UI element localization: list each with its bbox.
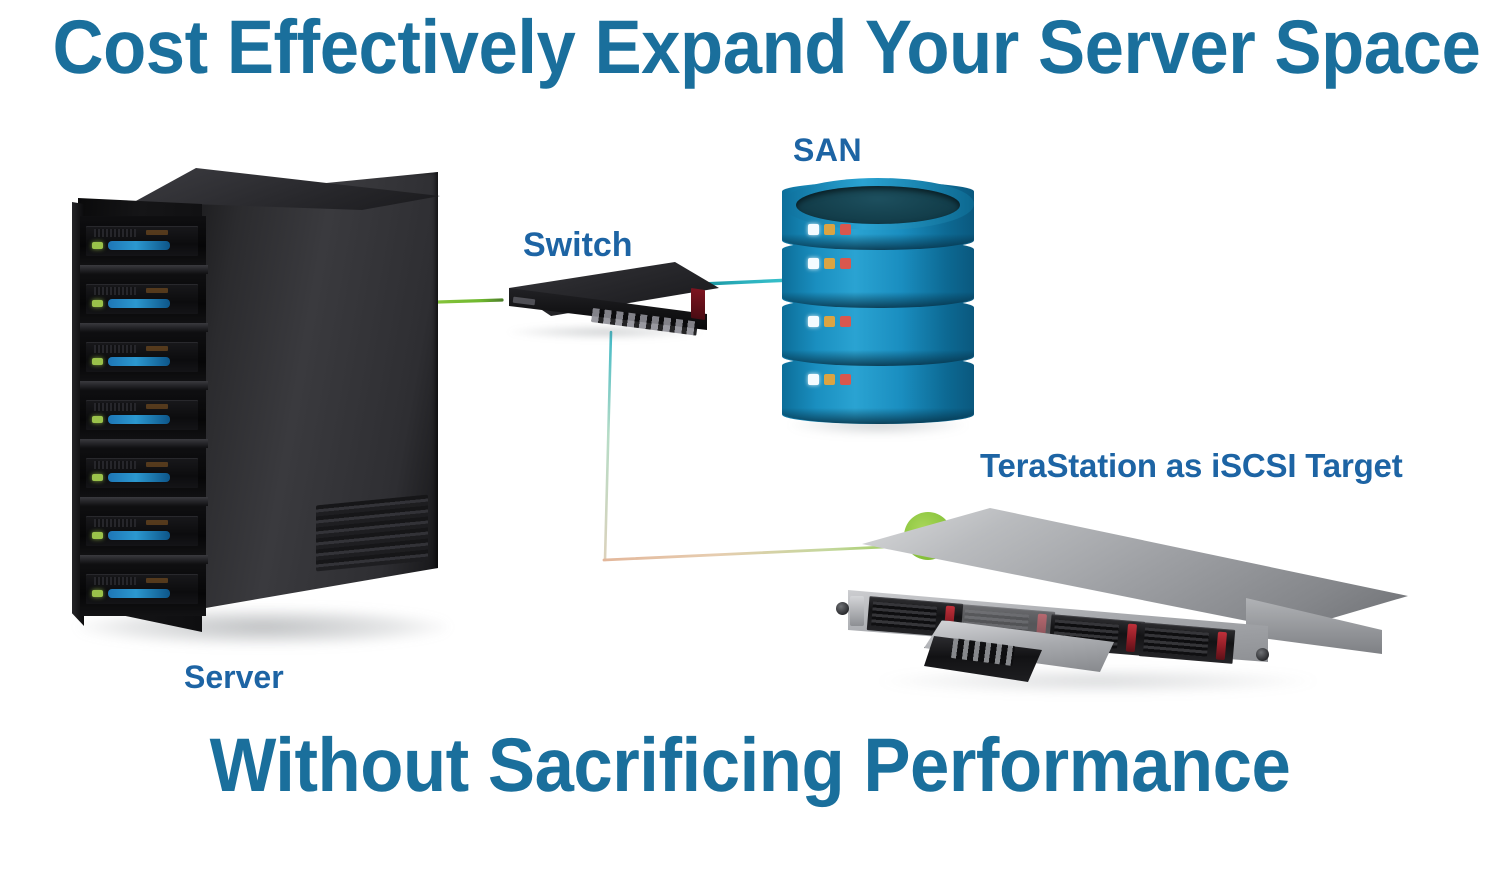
san-segment-shading <box>782 350 974 366</box>
server-blade-amber-strip <box>146 520 168 525</box>
network-switch[interactable] <box>487 262 719 342</box>
server-blade-amber-strip <box>146 404 168 409</box>
server-blade-vent <box>94 577 136 585</box>
san-led-red <box>840 224 851 235</box>
server-shelf-divider <box>80 439 208 448</box>
san-led-red <box>840 258 851 269</box>
server-blade-status-led <box>92 474 103 481</box>
san-disk-segment <box>782 356 974 424</box>
san-disk-segment <box>782 298 974 366</box>
server-blade-status-led <box>92 242 103 249</box>
server-blade-vent <box>94 403 136 411</box>
server-shelf-divider <box>80 265 208 274</box>
server-rack[interactable] <box>60 168 460 648</box>
server-blade-label-stripe <box>108 531 170 540</box>
server-blade-label-stripe <box>108 473 170 482</box>
san-status-leds <box>808 258 851 269</box>
server-blade-amber-strip <box>146 346 168 351</box>
server-blade[interactable] <box>80 448 206 500</box>
server-blade-chassis <box>86 516 198 546</box>
server-blade-label-stripe <box>108 415 170 424</box>
san-storage-array[interactable] <box>782 178 974 436</box>
server-blade-amber-strip <box>146 288 168 293</box>
server-shelf-divider <box>80 555 208 564</box>
server-blade-vent <box>94 229 136 237</box>
server-blade-chassis <box>86 574 198 604</box>
san-led-amber <box>824 374 835 385</box>
server-blade[interactable] <box>80 274 206 326</box>
terastation-left-ear-screw <box>836 602 849 615</box>
server-blade-chassis <box>86 400 198 430</box>
terastation-right-ear-screw <box>1256 648 1269 661</box>
server-blade-vent <box>94 287 136 295</box>
terastation-left-rack-ear <box>850 596 864 626</box>
san-segment-shading <box>782 408 974 424</box>
drive-bay-handle[interactable] <box>1215 631 1228 661</box>
switch-power-end-cap <box>691 288 705 320</box>
server-rack-vents <box>316 494 428 572</box>
cable-switch-to-san <box>701 278 794 286</box>
san-led-red <box>840 374 851 385</box>
san-led-white <box>808 258 819 269</box>
cable-to-terastation <box>602 543 930 562</box>
server-blade[interactable] <box>80 390 206 442</box>
server-blade-status-led <box>92 358 103 365</box>
server-shelf-divider <box>80 323 208 332</box>
cable-switch-drop <box>603 330 613 562</box>
san-led-amber <box>824 258 835 269</box>
drive-bay-handle[interactable] <box>1125 623 1138 653</box>
san-led-red <box>840 316 851 327</box>
terastation-shadow <box>878 668 1318 694</box>
san-label: SAN <box>793 132 863 168</box>
san-status-leds <box>808 224 851 235</box>
terastation-ejected-drive-tray[interactable] <box>924 620 1114 682</box>
san-led-amber <box>824 316 835 327</box>
server-blade-status-led <box>92 300 103 307</box>
server-blade-chassis <box>86 226 198 256</box>
san-status-leds <box>808 316 851 327</box>
page-title-bottom: Without Sacrificing Performance <box>209 723 1291 808</box>
drive-bay-vents <box>1143 627 1209 657</box>
san-led-white <box>808 316 819 327</box>
server-blade-status-led <box>92 532 103 539</box>
san-segment-shading <box>782 292 974 308</box>
server-blade-vent <box>94 519 136 527</box>
terastation-label: TeraStation as iSCSI Target <box>980 447 1403 484</box>
server-shelf-divider <box>80 497 208 506</box>
san-status-leds <box>808 374 851 385</box>
server-blade-status-led <box>92 416 103 423</box>
san-disk-segment <box>782 240 974 308</box>
server-blade[interactable] <box>80 564 206 616</box>
server-label: Server <box>184 659 284 695</box>
terastation-nas[interactable] <box>828 500 1408 700</box>
server-blade-vent <box>94 345 136 353</box>
terastation-drive-bay[interactable] <box>1138 622 1236 664</box>
server-blade-label-stripe <box>108 299 170 308</box>
server-blade-vent <box>94 461 136 469</box>
server-shelf-divider <box>80 381 208 390</box>
san-led-white <box>808 224 819 235</box>
server-blade-amber-strip <box>146 462 168 467</box>
san-led-amber <box>824 224 835 235</box>
san-led-white <box>808 374 819 385</box>
switch-label: Switch <box>523 226 633 264</box>
server-blade-status-led <box>92 590 103 597</box>
server-blade[interactable] <box>80 216 206 268</box>
san-top-opening <box>796 186 960 224</box>
server-blade-amber-strip <box>146 578 168 583</box>
server-blade-label-stripe <box>108 357 170 366</box>
san-segment-shading <box>782 234 974 250</box>
server-blade[interactable] <box>80 506 206 558</box>
server-blade-amber-strip <box>146 230 168 235</box>
server-blade-chassis <box>86 342 198 372</box>
server-blade-label-stripe <box>108 589 170 598</box>
server-blade-chassis <box>86 458 198 488</box>
server-blade-chassis <box>86 284 198 314</box>
server-blade-label-stripe <box>108 241 170 250</box>
page-title-top: Cost Effectively Expand Your Server Spac… <box>52 5 1481 90</box>
server-blade[interactable] <box>80 332 206 384</box>
